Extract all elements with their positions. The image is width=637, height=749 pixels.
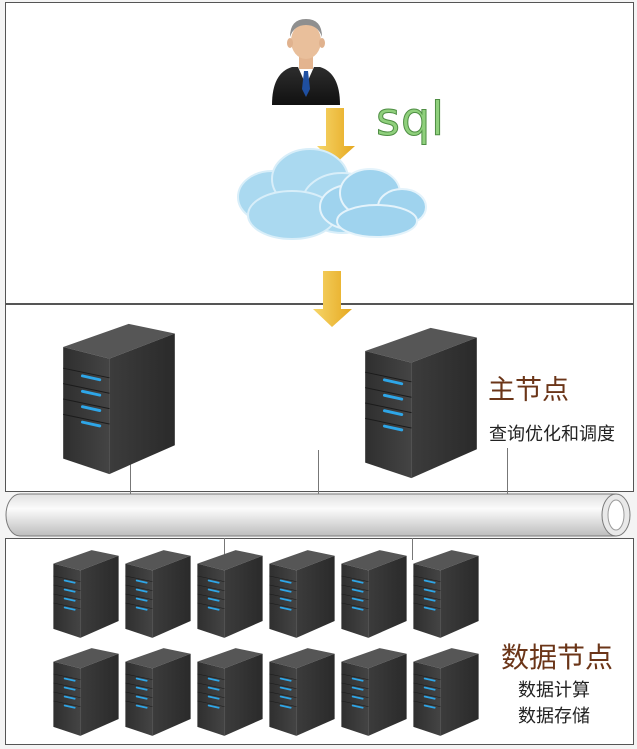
master-server-icon	[363, 326, 479, 480]
master-server-icon	[61, 322, 177, 476]
data-node-subtitle-storage: 数据存储	[518, 706, 590, 727]
user-icon	[272, 19, 340, 105]
sql-label: sql	[376, 92, 445, 147]
data-server-icon	[268, 549, 336, 639]
data-server-icon	[124, 549, 192, 639]
data-server-icon	[412, 549, 480, 639]
data-server-icon	[340, 647, 408, 737]
master-node-subtitle: 查询优化和调度	[489, 424, 615, 445]
data-server-icon	[196, 549, 264, 639]
data-server-icon	[268, 647, 336, 737]
data-server-icon	[124, 647, 192, 737]
master-connector-left	[130, 455, 131, 495]
data-connector-left	[224, 538, 225, 558]
data-server-icon	[340, 549, 408, 639]
arrow-down-icon	[313, 271, 352, 327]
data-connector-right	[412, 538, 413, 560]
data-node-subtitle-compute: 数据计算	[518, 680, 590, 701]
data-server-icon	[196, 647, 264, 737]
cloud-icon	[237, 148, 427, 240]
master-connector-mid	[318, 450, 319, 495]
master-node-title: 主节点	[488, 375, 569, 406]
data-server-icon	[52, 549, 120, 639]
data-node-title: 数据节点	[501, 641, 614, 674]
pipe-bus	[5, 493, 631, 537]
data-server-icon	[412, 647, 480, 737]
arrow-down-icon	[317, 108, 355, 164]
master-connector-right	[507, 448, 508, 495]
data-server-icon	[52, 647, 120, 737]
